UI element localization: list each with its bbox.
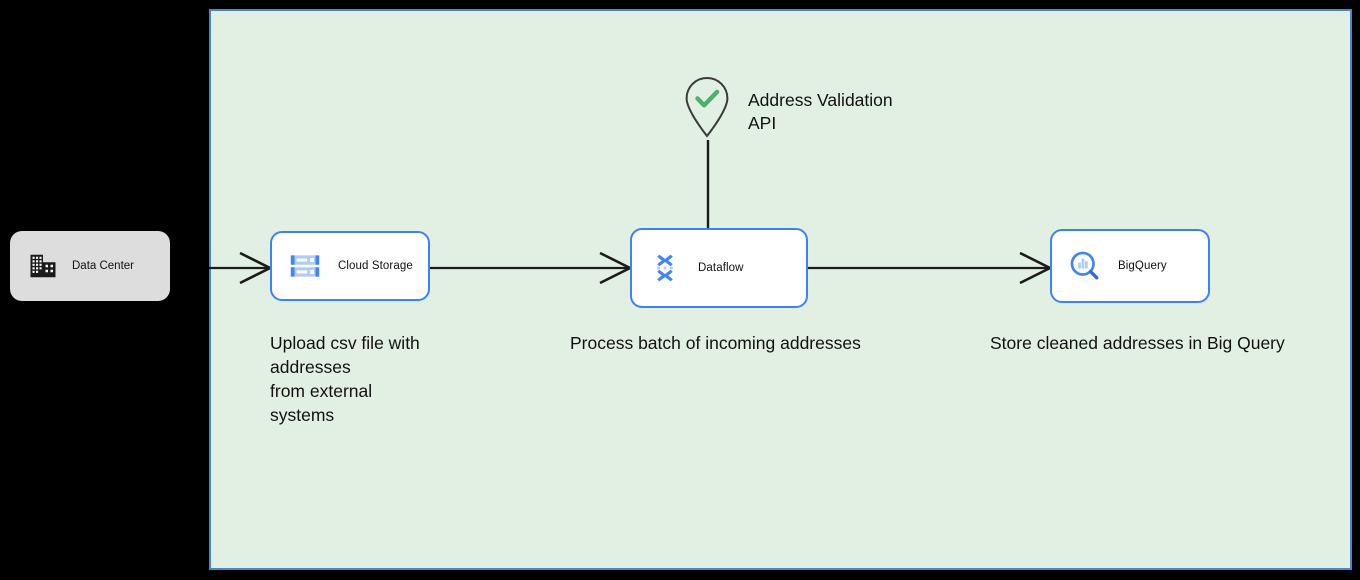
caption-cloud-storage-line-4: systems — [270, 405, 335, 425]
node-bigquery[interactable]: BigQuery — [1050, 229, 1210, 303]
node-cloud-storage[interactable]: Cloud Storage — [270, 231, 430, 301]
caption-cloud-storage-line-1: Upload csv file with — [270, 333, 420, 353]
api-label-line-2: API — [748, 113, 777, 133]
node-dataflow-label: Dataflow — [698, 262, 744, 274]
api-label-line-1: Address Validation — [748, 90, 893, 110]
node-cloud-storage-label: Cloud Storage — [338, 260, 413, 272]
node-data-center[interactable]: Data Center — [10, 231, 170, 301]
caption-dataflow: Process batch of incoming addresses — [570, 333, 861, 353]
cloud-storage-icon — [290, 255, 320, 277]
node-data-center-label: Data Center — [72, 260, 135, 272]
caption-bigquery: Store cleaned addresses in Big Query — [990, 333, 1285, 353]
node-address-validation-api-label: Address Validation API — [748, 89, 938, 135]
map-pin-check-icon — [685, 76, 729, 138]
node-dataflow[interactable]: Dataflow — [630, 228, 808, 308]
bigquery-icon — [1070, 251, 1099, 280]
caption-cloud-storage-line-3: from external — [270, 381, 373, 401]
node-address-validation-api[interactable]: Address Validation API — [684, 76, 938, 138]
dataflow-icon — [657, 254, 673, 282]
data-center-building-icon — [30, 254, 56, 278]
caption-cloud-storage: Upload csv file with addresses from exte… — [270, 331, 500, 427]
node-bigquery-label: BigQuery — [1118, 260, 1167, 272]
caption-cloud-storage-line-2: addresses — [270, 357, 351, 377]
